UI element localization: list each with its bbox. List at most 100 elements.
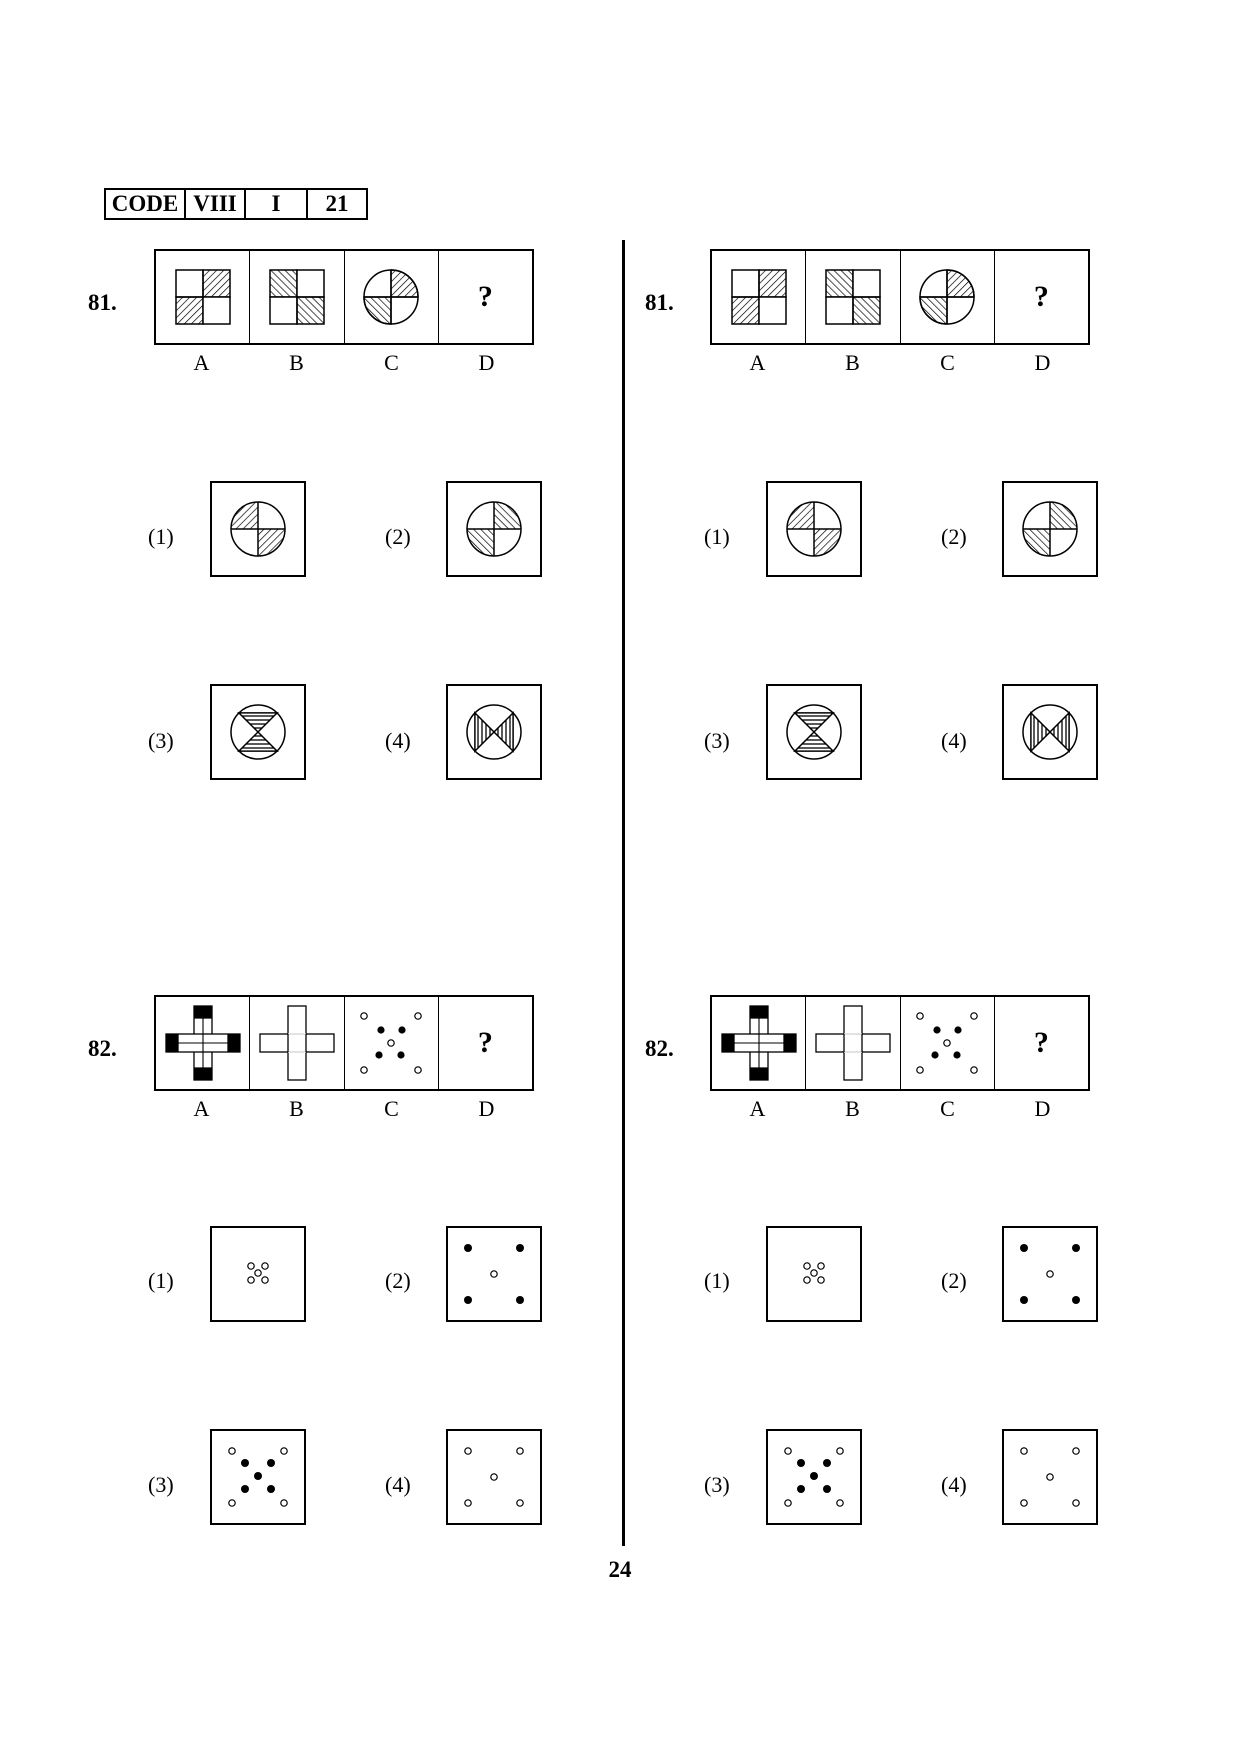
letter-a: A	[749, 1096, 766, 1121]
plain-cross-figure	[815, 1005, 891, 1081]
option-label: (4)	[385, 728, 411, 753]
class-value: VIII	[184, 188, 246, 220]
letter-c: C	[940, 1096, 955, 1121]
figure-c	[345, 997, 439, 1089]
page-number: 24	[608, 1557, 632, 1582]
hollow-dots-figure	[1020, 1447, 1080, 1507]
figure-a	[156, 251, 251, 343]
option-label: (2)	[385, 524, 411, 549]
hatched-circle-figure	[919, 269, 975, 325]
letter-c: C	[940, 350, 955, 375]
letter-c: C	[384, 350, 399, 375]
hatched-circle-figure	[1022, 501, 1078, 557]
problem-figures-82: ?	[710, 995, 1090, 1091]
option-4-figure[interactable]	[1002, 684, 1098, 780]
corner-black-dots-figure	[1020, 1244, 1080, 1304]
black-dots-x-figure	[228, 1447, 288, 1507]
option-3-figure[interactable]	[766, 1429, 862, 1525]
question-mark: ?	[1033, 1026, 1049, 1059]
paper-value: I	[244, 188, 308, 220]
option-label: (3)	[704, 728, 730, 753]
letter-b: B	[289, 350, 304, 375]
figure-c	[901, 997, 995, 1089]
option-4-figure[interactable]	[446, 684, 542, 780]
option-label: (4)	[385, 1472, 411, 1497]
cross-with-black-ends-figure	[164, 1005, 241, 1081]
corner-black-dots-figure	[464, 1244, 524, 1304]
figure-d: ?	[439, 997, 532, 1089]
hourglass-circle-figure	[230, 704, 286, 760]
hatched-squares-figure	[269, 269, 325, 325]
question-number: 82.	[88, 1036, 117, 1061]
letter-c: C	[384, 1096, 399, 1121]
option-label: (4)	[941, 728, 967, 753]
hollow-dots-figure	[464, 1447, 524, 1507]
black-dots-x-figure	[784, 1447, 844, 1507]
option-label: (2)	[385, 1268, 411, 1293]
option-label: (2)	[941, 1268, 967, 1293]
question-mark: ?	[477, 280, 493, 313]
option-3-figure[interactable]	[210, 1429, 306, 1525]
letter-b: B	[845, 350, 860, 375]
letter-b: B	[845, 1096, 860, 1121]
option-2-figure[interactable]	[1002, 1226, 1098, 1322]
figure-b	[806, 251, 901, 343]
set-value: 21	[306, 188, 368, 220]
option-4-figure[interactable]	[446, 1429, 542, 1525]
option-4-figure[interactable]	[1002, 1429, 1098, 1525]
option-label: (4)	[941, 1472, 967, 1497]
letter-d: D	[1034, 1096, 1051, 1121]
option-label: (3)	[704, 1472, 730, 1497]
letter-b: B	[289, 1096, 304, 1121]
option-1-figure[interactable]	[210, 481, 306, 577]
option-label: (1)	[704, 524, 730, 549]
figure-b	[806, 997, 901, 1089]
letter-d: D	[478, 1096, 495, 1121]
option-2-figure[interactable]	[446, 481, 542, 577]
hatched-circle-figure	[363, 269, 419, 325]
small-dots-figure	[803, 1262, 825, 1284]
hourglass-circle-figure	[786, 704, 842, 760]
option-3-figure[interactable]	[210, 684, 306, 780]
hatched-squares-figure	[730, 269, 787, 325]
option-1-figure[interactable]	[210, 1226, 306, 1322]
figure-d: ?	[995, 997, 1088, 1089]
bowtie-circle-figure	[466, 704, 522, 760]
option-3-figure[interactable]	[766, 684, 862, 780]
option-1-figure[interactable]	[766, 1226, 862, 1322]
code-box: CODE VIII I 21	[104, 188, 368, 220]
option-label: (1)	[148, 1268, 174, 1293]
cross-with-black-ends-figure	[720, 1005, 797, 1081]
letter-a: A	[193, 1096, 210, 1121]
figure-a	[712, 997, 807, 1089]
hatched-circle-figure	[786, 501, 842, 557]
problem-figures-81: ?	[710, 249, 1090, 345]
figure-b	[250, 997, 345, 1089]
bowtie-circle-figure	[1022, 704, 1078, 760]
plain-cross-figure	[259, 1005, 335, 1081]
figure-a	[156, 997, 251, 1089]
option-2-figure[interactable]	[446, 1226, 542, 1322]
question-number: 81.	[88, 290, 117, 315]
problem-figures-82: ?	[154, 995, 534, 1091]
letter-d: D	[1034, 350, 1051, 375]
dots-x-figure	[360, 1012, 422, 1074]
code-label: CODE	[104, 188, 186, 220]
hatched-circle-figure	[466, 501, 522, 557]
figure-c	[901, 251, 995, 343]
figure-letters: A B C D	[710, 1096, 1090, 1122]
question-mark: ?	[1033, 280, 1049, 313]
option-label: (1)	[148, 524, 174, 549]
option-label: (3)	[148, 728, 174, 753]
option-2-figure[interactable]	[1002, 481, 1098, 577]
question-number: 81.	[645, 290, 674, 315]
option-1-figure[interactable]	[766, 481, 862, 577]
column-divider	[622, 240, 625, 1546]
figure-letters: A B C D	[154, 1096, 534, 1122]
letter-a: A	[193, 350, 210, 375]
figure-letters: A B C D	[154, 350, 534, 376]
figure-c	[345, 251, 439, 343]
hatched-squares-figure	[174, 269, 231, 325]
hatched-circle-figure	[230, 501, 286, 557]
letter-d: D	[478, 350, 495, 375]
